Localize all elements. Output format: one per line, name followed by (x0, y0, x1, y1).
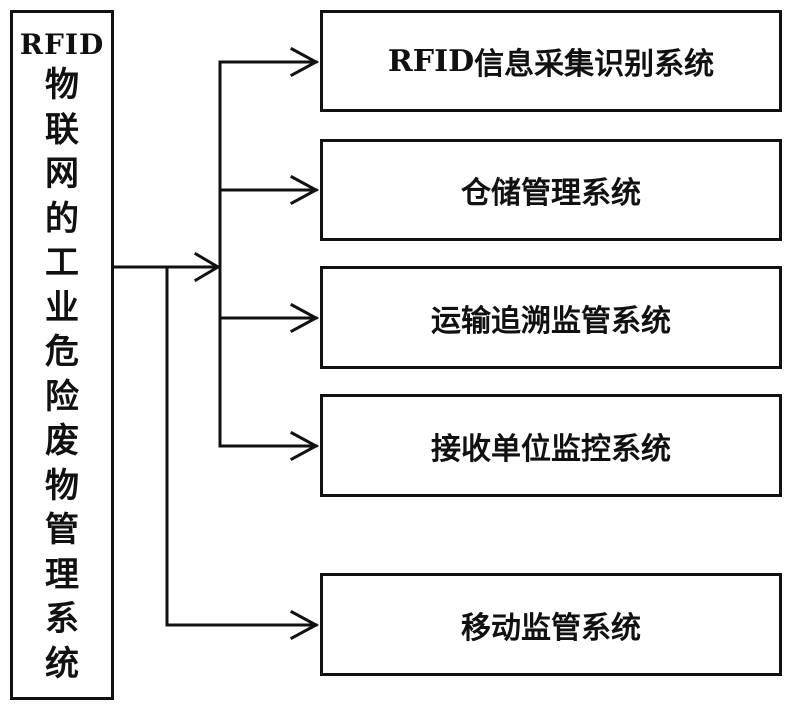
root-char: 网 (45, 154, 79, 194)
subsystem-label: 仓储管理系统 (461, 176, 641, 211)
root-char: 废 (45, 421, 79, 461)
main-arrowhead (193, 251, 221, 283)
root-char: 联 (45, 109, 79, 150)
subsystem-box-transport: 运输追溯监管系统 (320, 266, 782, 369)
subsystem-latin: RFID (387, 43, 475, 79)
subsystem-label: 接收单位监控系统 (431, 431, 671, 467)
root-char: 险 (45, 376, 79, 417)
root-char: 物 (45, 465, 79, 506)
root-system-chars: 物 联 网 的 工 业 危 险 废 物 管 理 系 统 (45, 63, 79, 684)
branch-arrowhead (289, 430, 320, 462)
root-char: 管 (45, 510, 79, 550)
subsystem-box-warehouse: 仓储管理系统 (320, 139, 782, 241)
branch-arrowhead (289, 302, 320, 334)
root-char: 工 (45, 243, 79, 283)
subsystem-box-receiver: 接收单位监控系统 (320, 394, 782, 497)
subsystem-label: 移动监管系统 (461, 610, 641, 646)
subsystem-label: 运输追溯监管系统 (431, 303, 671, 339)
branch-arrowhead (289, 46, 320, 78)
subsystem-box-mobile: 移动监管系统 (320, 573, 782, 676)
root-system-box: RFID 物 联 网 的 工 业 危 险 废 物 管 理 系 统 (10, 10, 114, 700)
root-char: 业 (45, 287, 79, 328)
branch-arrowhead (289, 174, 320, 206)
root-char: 理 (45, 554, 79, 595)
root-char: 物 (45, 65, 79, 105)
root-char: 系 (45, 599, 79, 639)
root-system-latin: RFID (19, 28, 105, 61)
root-char: 的 (45, 198, 79, 239)
branch-arrowhead (289, 609, 320, 641)
root-char: 危 (45, 332, 79, 372)
subsystem-label: 信息采集识别系统 (474, 47, 715, 82)
root-char: 统 (45, 643, 79, 684)
